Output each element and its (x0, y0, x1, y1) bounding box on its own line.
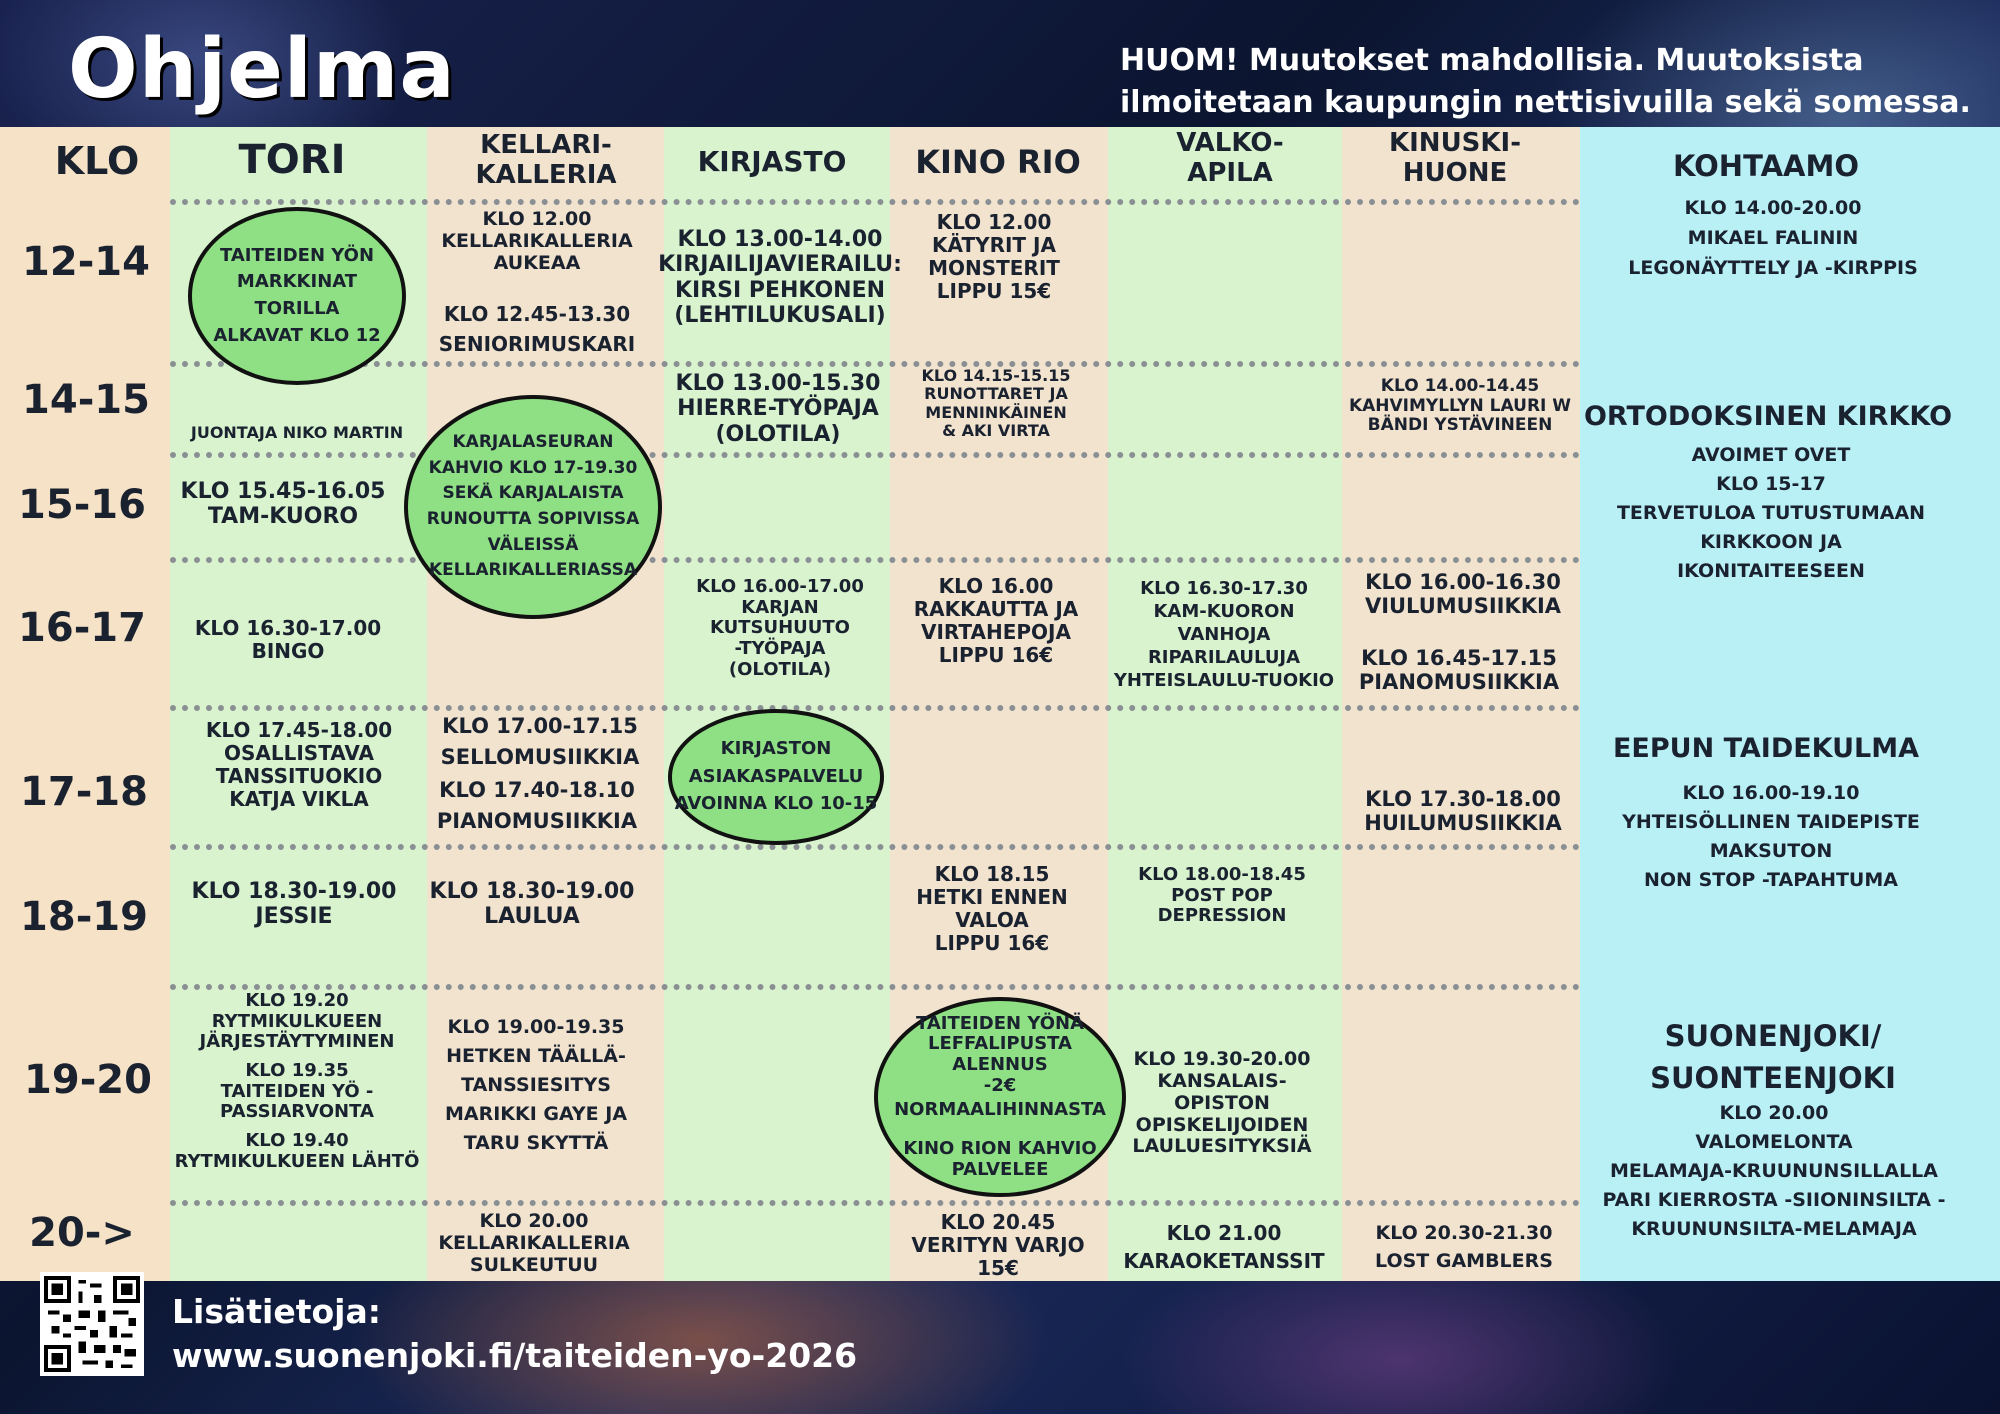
row-separator (170, 452, 1580, 458)
row-separator (170, 1200, 1580, 1206)
time-label: 20-> (29, 1210, 135, 1256)
time-label: 15-16 (18, 482, 146, 528)
time-label: 12-14 (22, 239, 150, 285)
kellari-column (427, 127, 664, 1281)
kirjasto-asiakaspalvelu-bubble: KIRJASTON ASIAKASPALVELU AVOINNA KLO 10-… (668, 709, 884, 845)
header-klo: KLO (54, 139, 140, 183)
row-separator (170, 705, 1580, 711)
page-title: Ohjelma (68, 22, 456, 117)
qr-code-graphic (44, 1276, 140, 1372)
klo-column (0, 127, 170, 1281)
valko-column (1108, 127, 1342, 1281)
header-kinuski: KINUSKI-HUONE (1388, 128, 1522, 188)
header-tori: TORI (238, 137, 346, 183)
side-kohtaamo-title: KOHTAAMO (1672, 149, 1860, 183)
header-kirjasto: KIRJASTO (697, 145, 847, 178)
side-eeppu-title: EEPUN TAIDEKULMA (1612, 733, 1920, 764)
qr-code-icon[interactable] (40, 1272, 144, 1376)
kirjasto-column (664, 127, 890, 1281)
header-valko: VALKO-APILA (1176, 128, 1284, 188)
row-separator (170, 984, 1580, 990)
kinuski-column (1342, 127, 1580, 1281)
tori-markkinat-bubble: TAITEIDEN YÖN MARKKINAT TORILLA ALKAVAT … (188, 207, 406, 385)
row-separator (170, 199, 1580, 205)
tori-juontaja: JUONTAJA NIKO MARTIN (190, 423, 404, 442)
row-separator (170, 361, 1580, 367)
schedule-grid: KLO TORI KELLARI-KALLERIA KIRJASTO KINO … (0, 127, 2000, 1281)
header-kellari: KELLARI-KALLERIA (475, 130, 617, 190)
header-kino: KINO RIO (915, 143, 1081, 181)
time-label: 16-17 (18, 605, 146, 651)
footer-info: Lisätietoja: www.suonenjoki.fi/taiteiden… (172, 1290, 857, 1378)
side-kirkko-title: ORTODOKSINEN KIRKKO (1583, 401, 1953, 432)
footer-label: Lisätietoja: (172, 1292, 381, 1331)
kellari-karjalaseura-bubble: KARJALASEURAN KAHVIO KLO 17-19.30 SEKÄ K… (404, 395, 662, 619)
time-label: 18-19 (20, 894, 148, 940)
side-column (1580, 127, 2000, 1281)
time-label: 17-18 (20, 769, 148, 815)
notice-text: HUOM! Muutokset mahdollisia. Muutoksista… (1120, 43, 1971, 120)
side-suonenjoki-title: SUONENJOKI/SUONTEENJOKI (1650, 1019, 1896, 1095)
row-separator (170, 844, 1580, 850)
time-label: 14-15 (22, 377, 150, 423)
row-separator (170, 557, 1580, 563)
footer-url-link[interactable]: www.suonenjoki.fi/taiteiden-yo-2026 (172, 1336, 858, 1375)
time-label: 19-20 (24, 1057, 152, 1103)
